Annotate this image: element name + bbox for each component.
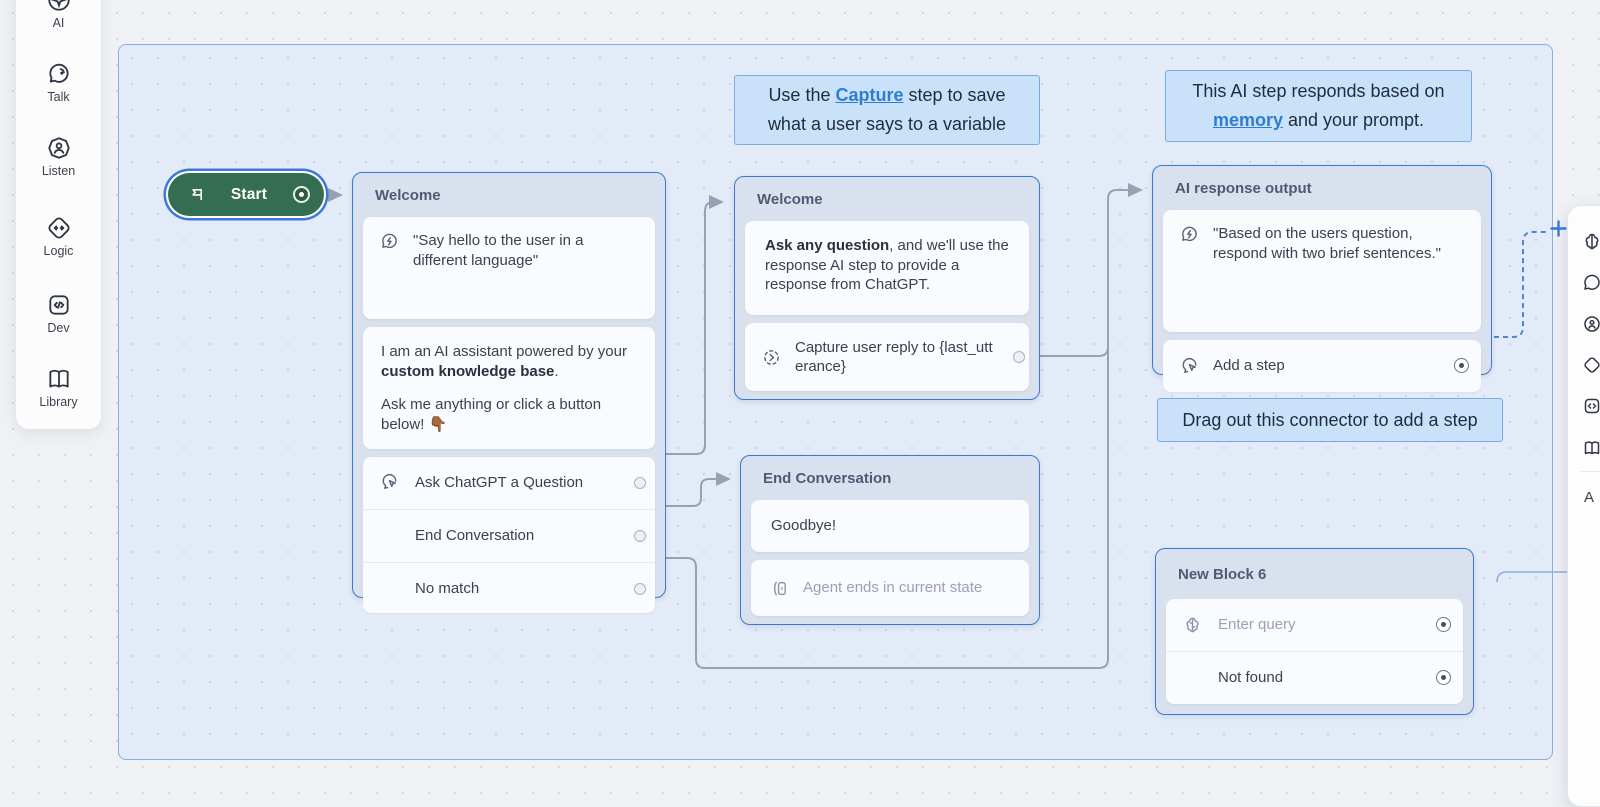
- query-row[interactable]: Enter query: [1166, 599, 1463, 651]
- add-step-panel: A: [1567, 205, 1600, 807]
- button-label: No match: [415, 580, 480, 598]
- message-bolt-icon: [380, 232, 399, 251]
- capture-link[interactable]: Capture: [835, 85, 904, 105]
- capture-port[interactable]: [1013, 351, 1025, 363]
- talk-icon[interactable]: [1582, 273, 1600, 293]
- no-match-port[interactable]: [634, 583, 646, 595]
- block-title: End Conversation: [763, 469, 892, 487]
- brain-icon: [1183, 615, 1202, 634]
- callout-capture: Use the Capture step to save what a user…: [734, 75, 1040, 145]
- step-text: "Based on the users question, respond wi…: [1213, 225, 1441, 262]
- step-text: Goodbye!: [771, 517, 837, 535]
- message-bolt-icon: [1180, 225, 1199, 244]
- button-port[interactable]: [634, 477, 646, 489]
- sidebar-item-label: Talk: [47, 90, 70, 104]
- step-message-prompt[interactable]: "Say hello to the user in a different la…: [363, 217, 655, 319]
- step-add-a-step[interactable]: Add a step: [1163, 340, 1481, 392]
- row-label: Not found: [1218, 669, 1284, 687]
- block-ai-response-output[interactable]: AI response output "Based on the users q…: [1152, 165, 1492, 392]
- callout-memory: This AI step responds based on memory an…: [1165, 70, 1472, 142]
- button-row[interactable]: End Conversation: [363, 509, 655, 562]
- sidebar-item-library[interactable]: Library: [16, 366, 101, 409]
- block-title: Welcome: [757, 190, 823, 208]
- step-capture[interactable]: Capture user reply to {last_utterance}: [745, 323, 1029, 391]
- buttons-cursor-icon: [1180, 357, 1199, 376]
- brain-icon[interactable]: [1582, 231, 1600, 251]
- block-end-conversation[interactable]: End Conversation Goodbye! Agent ends in …: [740, 455, 1040, 625]
- flag-icon: [188, 186, 205, 203]
- block-title: AI response output: [1175, 179, 1312, 197]
- sidebar-item-label: Dev: [47, 321, 70, 335]
- sidebar-item-logic[interactable]: Logic: [16, 215, 101, 258]
- callout-text: This AI step responds based on memory an…: [1192, 81, 1445, 130]
- talk-icon: [46, 61, 72, 87]
- button-port[interactable]: [634, 530, 646, 542]
- button-label: End Conversation: [415, 527, 535, 545]
- dev-icon: [46, 292, 72, 318]
- ai-icon: [46, 0, 72, 13]
- button-row[interactable]: No match: [363, 562, 655, 615]
- not-found-port[interactable]: [1436, 669, 1451, 685]
- query-placeholder: Enter query: [1218, 616, 1296, 634]
- sidebar-item-dev[interactable]: Dev: [16, 292, 101, 335]
- sidebar-item-label: Library: [39, 395, 78, 409]
- step-text: Ask any question, and we'll use the resp…: [765, 237, 1009, 293]
- listen-icon: [46, 135, 72, 161]
- dev-icon[interactable]: [1582, 396, 1600, 416]
- panel-partial-label: A: [1584, 489, 1595, 506]
- step-text: Add a step: [1213, 357, 1285, 375]
- buttons-cursor-icon: [380, 473, 399, 492]
- memory-link[interactable]: memory: [1212, 110, 1283, 130]
- block-title: New Block 6: [1178, 565, 1267, 583]
- start-node[interactable]: Start: [168, 173, 324, 216]
- step-buttons[interactable]: Ask ChatGPT a Question End Conversation …: [363, 457, 655, 613]
- callout-drag-connector: Drag out this connector to add a step: [1157, 398, 1503, 442]
- capture-icon: [762, 348, 781, 367]
- add-step-port[interactable]: [1454, 357, 1469, 373]
- button-label: Ask ChatGPT a Question: [415, 474, 584, 492]
- exit-icon: [770, 579, 789, 598]
- start-output-port[interactable]: [293, 186, 310, 203]
- step-end[interactable]: Agent ends in current state: [751, 560, 1029, 616]
- block-welcome-2[interactable]: Welcome Ask any question, and we'll use …: [734, 176, 1040, 400]
- step-ai-prompt[interactable]: "Based on the users question, respond wi…: [1163, 210, 1481, 332]
- listen-icon[interactable]: [1582, 314, 1600, 334]
- callout-text: Drag out this connector to add a step: [1182, 409, 1478, 430]
- step-text-message[interactable]: Goodbye!: [751, 500, 1029, 552]
- found-port[interactable]: [1436, 616, 1451, 632]
- library-icon: [46, 366, 72, 392]
- block-title: Welcome: [375, 186, 441, 204]
- step-text: Capture user reply to {last_utterance}: [795, 338, 993, 376]
- logic-icon[interactable]: [1582, 355, 1600, 375]
- step-text: Ask me anything or click a button below!…: [381, 396, 602, 433]
- step-text: "Say hello to the user in a different la…: [413, 232, 584, 269]
- step-text: I am an AI assistant powered by your cus…: [381, 343, 627, 380]
- logic-icon: [46, 215, 72, 241]
- panel-divider: [1580, 471, 1600, 472]
- step-text-message[interactable]: I am an AI assistant powered by your cus…: [363, 327, 655, 449]
- step-knowledge-base[interactable]: Enter query Not found: [1166, 599, 1463, 704]
- step-text-message[interactable]: Ask any question, and we'll use the resp…: [745, 221, 1029, 315]
- sidebar-item-label: Logic: [43, 244, 74, 258]
- sidebar: AI Talk Listen Logic Dev Library: [15, 0, 102, 430]
- sidebar-item-talk[interactable]: Talk: [16, 61, 101, 104]
- sidebar-item-ai[interactable]: AI: [16, 0, 101, 30]
- sidebar-item-listen[interactable]: Listen: [16, 135, 101, 178]
- block-welcome-1[interactable]: Welcome "Say hello to the user in a diff…: [352, 172, 666, 613]
- library-icon[interactable]: [1582, 438, 1600, 458]
- step-text: Agent ends in current state: [803, 579, 983, 597]
- sidebar-item-label: AI: [52, 16, 65, 30]
- block-new-block-6[interactable]: New Block 6 Enter query Not found: [1155, 548, 1474, 715]
- start-label: Start: [230, 185, 268, 203]
- not-found-row[interactable]: Not found: [1166, 651, 1463, 704]
- callout-text: Use the Capture step to save what a user…: [767, 85, 1007, 134]
- button-row[interactable]: Ask ChatGPT a Question: [363, 457, 655, 509]
- plus-cursor-icon: [1550, 220, 1567, 237]
- sidebar-item-label: Listen: [41, 164, 76, 178]
